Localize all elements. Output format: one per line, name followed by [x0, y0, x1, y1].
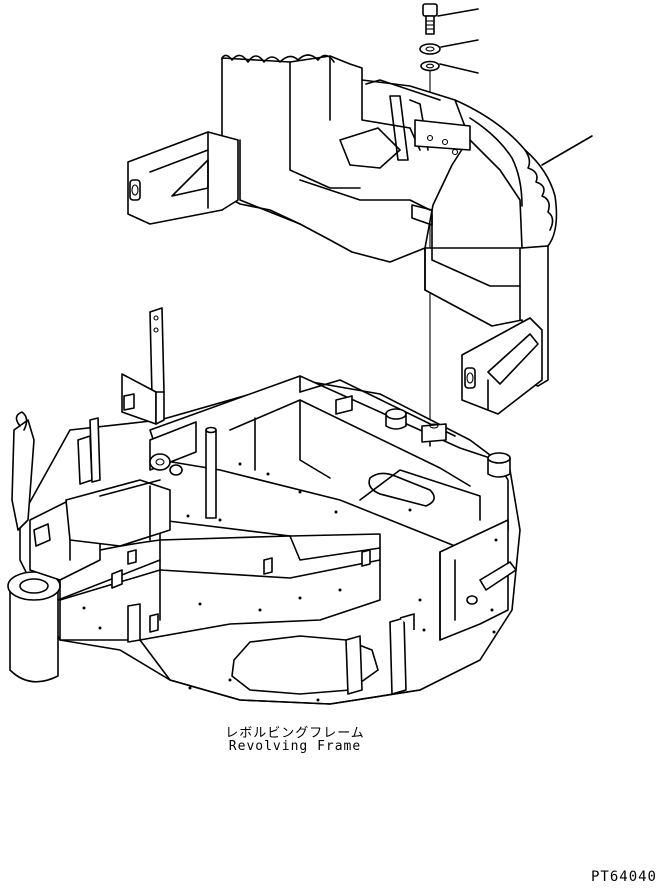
frame-holes — [82, 462, 498, 702]
drawing-code: PT64040 — [590, 869, 657, 885]
spring-washer — [419, 43, 441, 55]
flat-washer — [420, 60, 440, 72]
bolt — [422, 3, 438, 35]
diagram-title-japanese: レボルビングフレーム — [225, 726, 365, 741]
diagram-title-english: Revolving Frame — [228, 739, 362, 754]
counterweight — [127, 54, 558, 415]
leader-lines — [437, 8, 593, 166]
revolving-frame — [7, 307, 521, 705]
